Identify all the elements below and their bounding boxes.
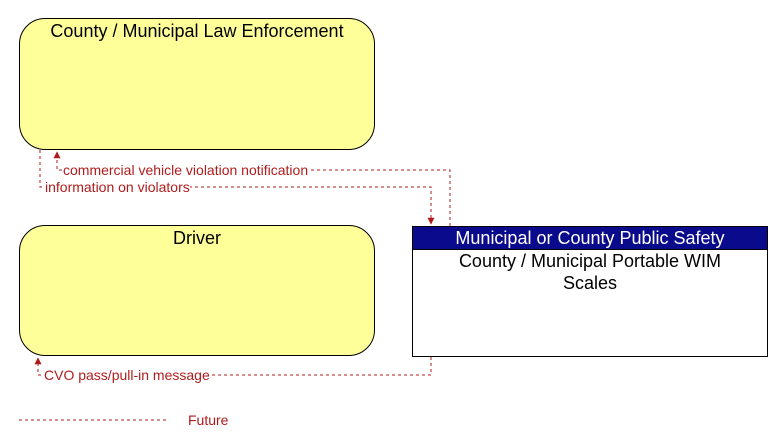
node-wim-body-line2: Scales <box>562 273 618 293</box>
flow-label-info-violators: information on violators <box>45 179 190 195</box>
node-law-enforcement[interactable]: County / Municipal Law Enforcement <box>19 18 375 150</box>
node-wim-header: Municipal or County Public Safety <box>413 227 767 249</box>
flow-line-cvo-pass <box>34 357 432 376</box>
node-wim-body: County / Municipal Portable WIM Scales <box>413 249 767 294</box>
node-driver-title: Driver <box>173 228 221 248</box>
node-wim-body-line1: County / Municipal Portable WIM <box>458 251 722 271</box>
flow-label-cvo-pass: CVO pass/pull-in message <box>44 367 210 383</box>
node-driver[interactable]: Driver <box>19 225 375 356</box>
flow-label-violation-notification: commercial vehicle violation notificatio… <box>63 162 309 178</box>
node-wim-scales[interactable]: Municipal or County Public Safety County… <box>412 226 768 357</box>
flow-line-info-violators <box>39 150 435 225</box>
node-law-enforcement-title: County / Municipal Law Enforcement <box>50 21 344 41</box>
legend-future-label: Future <box>188 412 229 428</box>
